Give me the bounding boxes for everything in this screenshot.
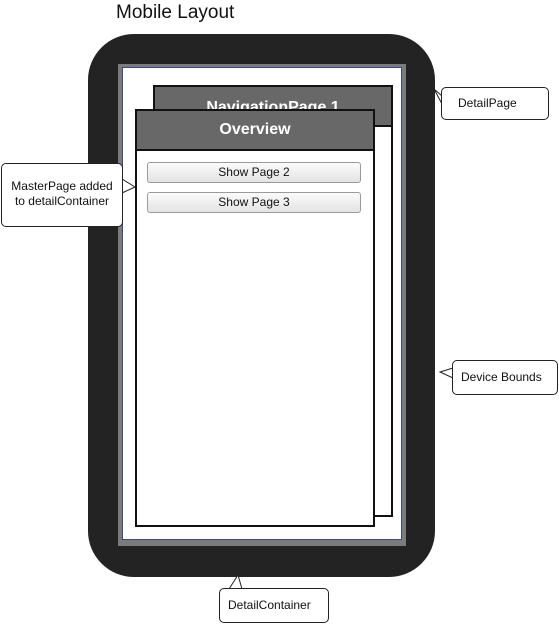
callout-master-page-line1: MasterPage added <box>11 179 113 193</box>
master-page: Overview Show Page 2 Show Page 3 <box>135 109 375 527</box>
callout-master-page-line2: to detailContainer <box>14 194 110 208</box>
callout-detail-page: DetailPage <box>441 87 549 120</box>
diagram-title: Mobile Layout <box>116 2 235 23</box>
callout-master-page: MasterPage added to detailContainer <box>1 163 123 227</box>
master-page-header: Overview <box>137 111 373 151</box>
callout-device-bounds: Device Bounds <box>452 360 558 395</box>
callout-detail-container: DetailContainer <box>219 588 329 623</box>
detail-container-pointer <box>228 573 243 590</box>
show-page-3-button[interactable]: Show Page 3 <box>147 192 361 213</box>
show-page-2-button[interactable]: Show Page 2 <box>147 162 361 183</box>
